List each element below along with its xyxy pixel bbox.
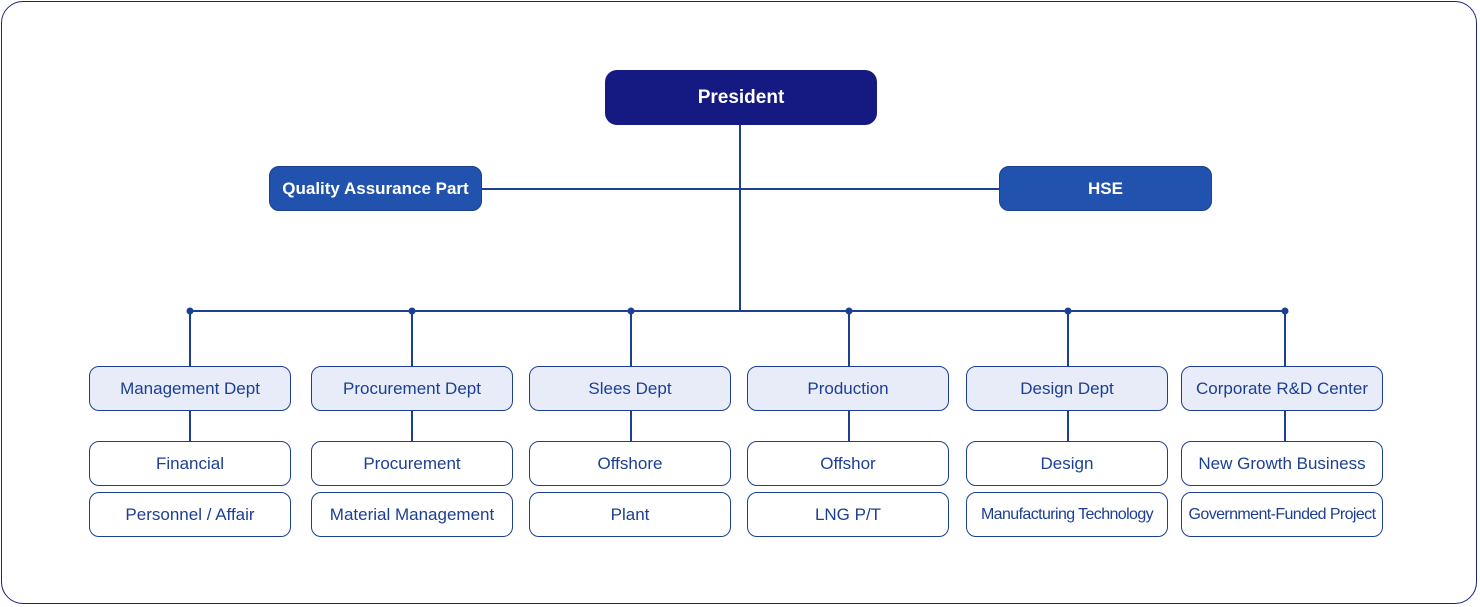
unit-offshore: Offshore [529, 441, 731, 486]
unit-personnel-affair: Personnel / Affair [89, 492, 291, 537]
dept-procurement: Procurement Dept [311, 366, 513, 411]
junction-dot [186, 307, 194, 315]
unit-manufacturing-technology: Manufacturing Technology [966, 492, 1168, 537]
unit-offshor: Offshor [747, 441, 949, 486]
dept-design: Design Dept [966, 366, 1168, 411]
unit-design: Design [966, 441, 1168, 486]
president-node: President [605, 70, 877, 125]
unit-plant: Plant [529, 492, 731, 537]
unit-lng-pt: LNG P/T [747, 492, 949, 537]
junction-dot [1064, 307, 1072, 315]
unit-financial: Financial [89, 441, 291, 486]
unit-material-management: Material Management [311, 492, 513, 537]
quality-assurance-node: Quality Assurance Part [269, 166, 482, 211]
junction-dot [845, 307, 853, 315]
dept-management: Management Dept [89, 366, 291, 411]
junction-dot [1281, 307, 1289, 315]
junction-dot [627, 307, 635, 315]
dept-production: Production [747, 366, 949, 411]
unit-new-growth-business: New Growth Business [1181, 441, 1383, 486]
dept-sales: Slees Dept [529, 366, 731, 411]
hse-node: HSE [999, 166, 1212, 211]
junction-dot [408, 307, 416, 315]
unit-procurement: Procurement [311, 441, 513, 486]
dept-corporate-rd: Corporate R&D Center [1181, 366, 1383, 411]
unit-government-funded-project: Government-Funded Project [1181, 492, 1383, 537]
